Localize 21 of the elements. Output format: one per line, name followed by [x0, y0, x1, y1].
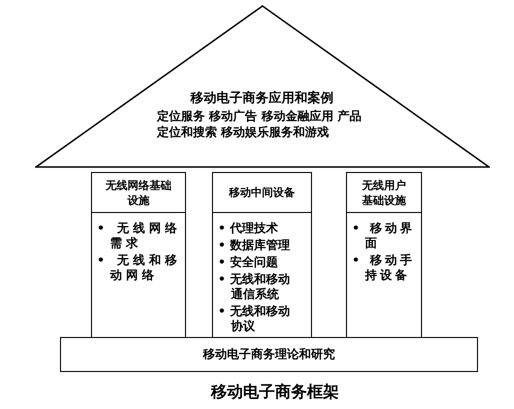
pillar-heading: 无线用户基础设施	[361, 178, 407, 208]
pillar-heading: 移动中间设备	[229, 185, 295, 200]
bullet-item: • 无线网络需求	[97, 221, 182, 251]
pillar-panel	[212, 172, 312, 338]
pillar-panel	[91, 172, 186, 338]
pillar-panel	[346, 172, 422, 338]
bullet-item: • 无线和移动通信系统	[218, 272, 291, 302]
roof-heading: 移动电子商务应用和案例	[190, 91, 334, 107]
base-text: 移动电子商务理论和研究	[203, 347, 335, 362]
bullet-item: • 安全问题	[218, 255, 279, 270]
bullet-item: • 无线和移动协议	[218, 304, 291, 334]
bullet-item: • 数据库管理	[218, 238, 291, 253]
pillar-heading: 无线网络基础设施	[104, 178, 172, 208]
roof-triangle	[35, 5, 490, 168]
bullet-item: • 移动手持设备	[352, 253, 416, 283]
bullet-item: • 代理技术	[218, 221, 279, 236]
bullet-item: • 移动界面	[352, 221, 416, 251]
bullet-item: • 无线和移动网络	[97, 253, 182, 283]
roof-text: 定位服务 移动广告 移动金融应用 产品定位和搜索 移动娱乐服务和游戏	[157, 108, 363, 140]
base-bar	[60, 337, 478, 372]
caption: 移动电子商务框架	[211, 382, 339, 402]
